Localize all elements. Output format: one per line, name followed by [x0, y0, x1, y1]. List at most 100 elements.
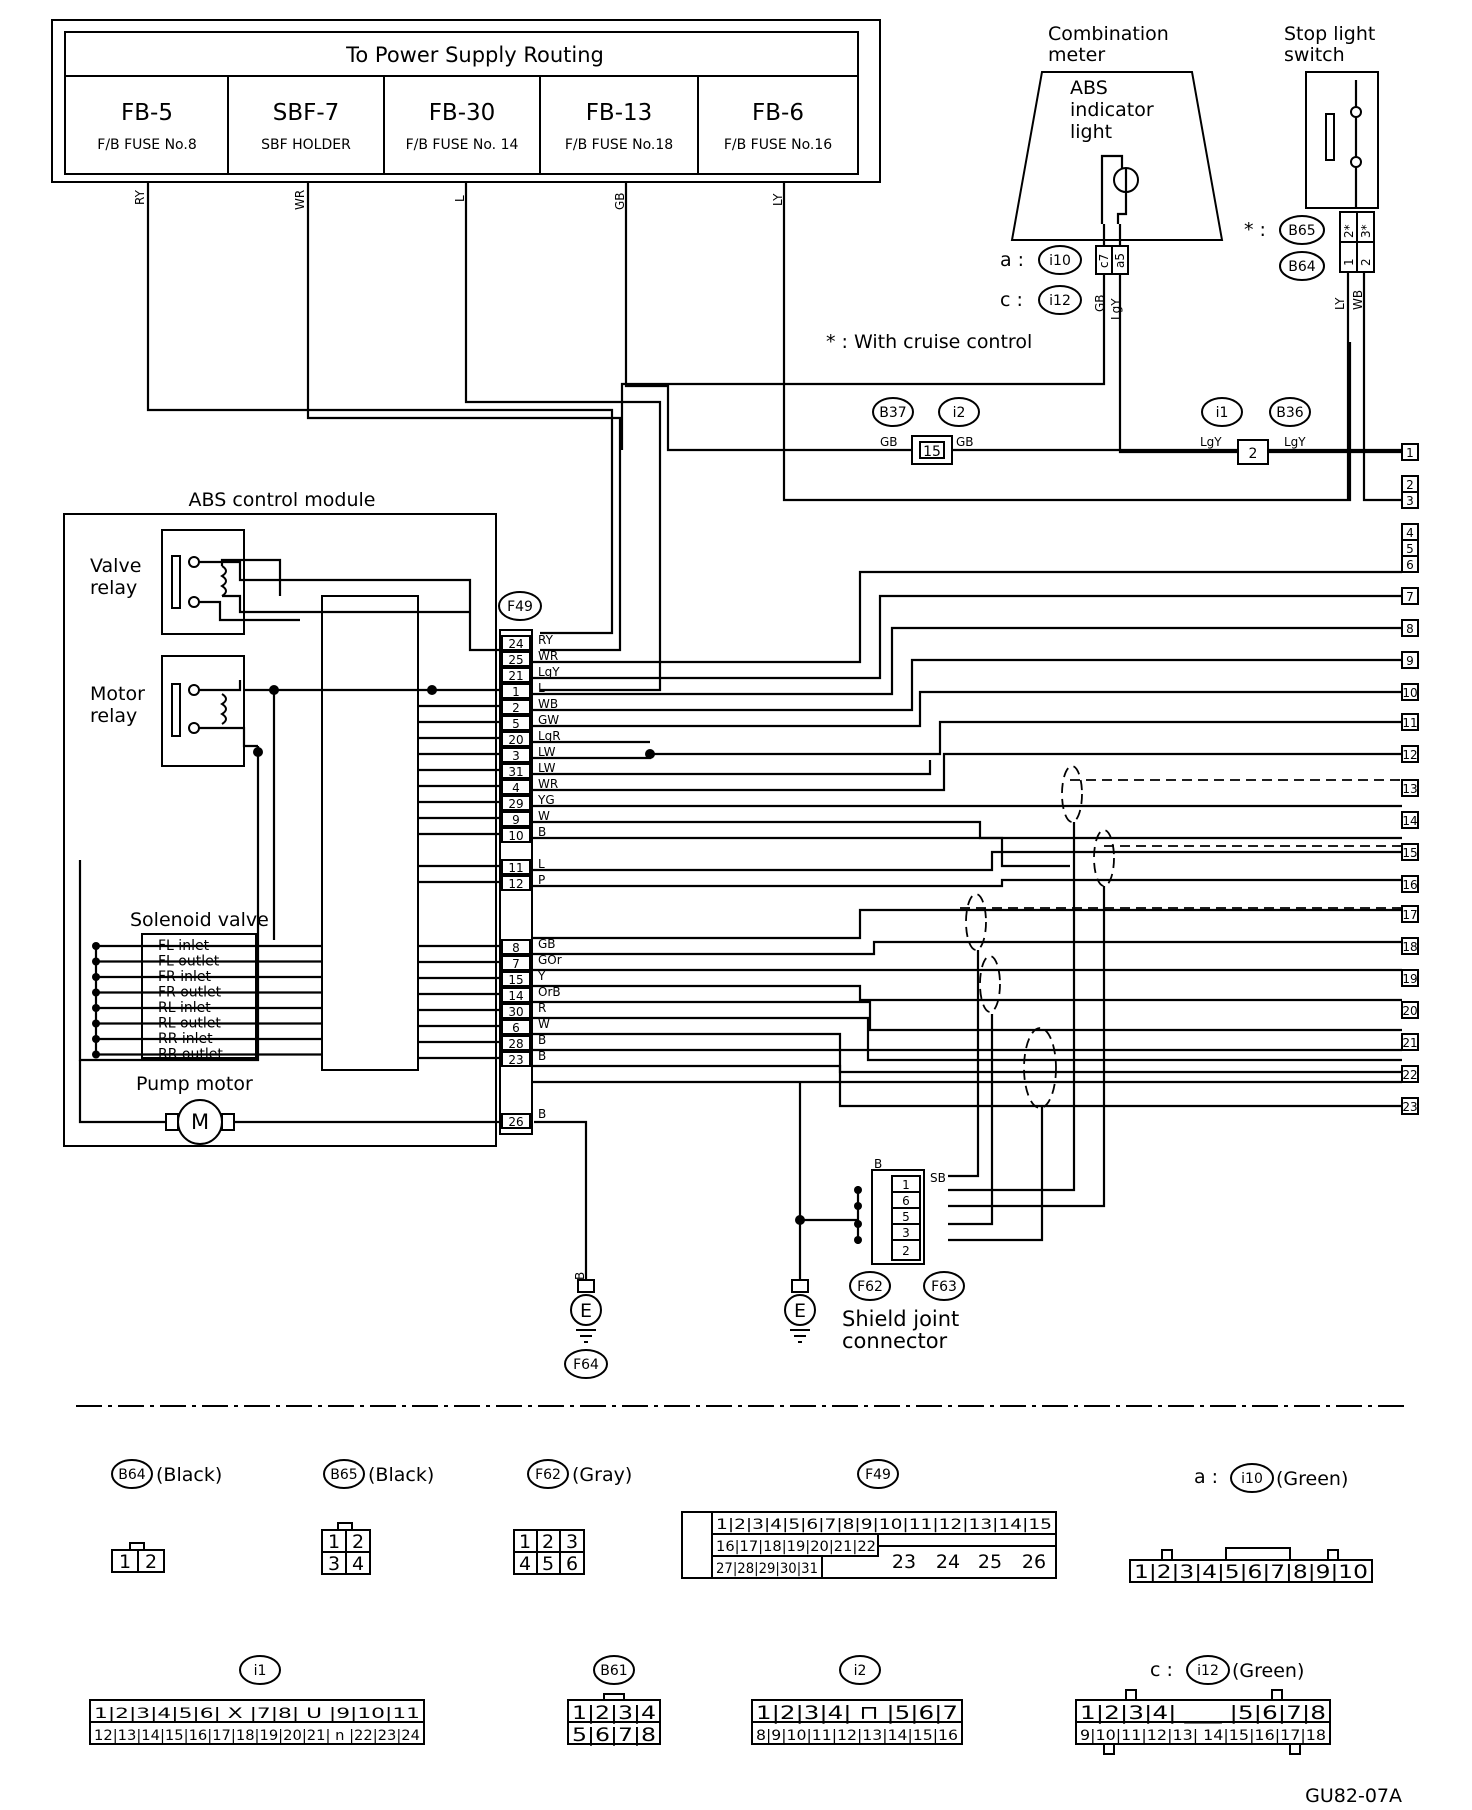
wire-label: LY: [771, 193, 785, 206]
svg-text:i10: i10: [1241, 1471, 1263, 1487]
f49-pin: 6: [512, 1021, 520, 1035]
f49-pin-cell: [501, 635, 531, 651]
output-terminal: [1401, 443, 1419, 461]
f49-pin: 28: [508, 1037, 523, 1051]
svg-text:8|9|10|11|12|13|14|15|16: 8|9|10|11|12|13|14|15|16: [756, 1728, 958, 1744]
svg-text:12|13|14|15|16|17|18|19|20|21|: 12|13|14|15|16|17|18|19|20|21| n |22|23|…: [94, 1728, 420, 1744]
f49-wire: B: [538, 1033, 546, 1047]
joint-wire: GB: [880, 435, 898, 449]
connector-view-b64: B64 (Black) 1 2: [111, 1459, 222, 1573]
fuse-desc: F/B FUSE No.18: [565, 137, 673, 153]
connector-i12: i12: [1049, 293, 1071, 309]
f49-wire: B: [538, 1049, 546, 1063]
svg-text:2: 2: [352, 1531, 364, 1553]
connector-b65: B65: [1288, 223, 1315, 239]
shield-right-wire: SB: [930, 1171, 946, 1185]
output-terminal: [1401, 937, 1419, 955]
valve-label: FR outlet: [158, 985, 222, 1001]
svg-text:26: 26: [1022, 1551, 1046, 1573]
svg-text:2: 2: [145, 1551, 157, 1573]
f49-wire: LW: [538, 761, 556, 775]
valve-label: FR inlet: [158, 969, 211, 985]
f49-wire: GW: [538, 713, 559, 727]
wire-label: RY: [133, 189, 147, 205]
terminal-label: 6: [1406, 558, 1414, 572]
connector-view-i2: i2 1|2|3|4| ⊓ |5|6|7 8|9|10|11|12|13|14|…: [751, 1655, 963, 1745]
terminal-label: 3: [1406, 494, 1414, 508]
f49-pin: 26: [508, 1115, 523, 1129]
terminal-label: 16: [1402, 878, 1417, 892]
fuse-desc: F/B FUSE No.16: [724, 137, 832, 153]
terminal-label: 4: [1406, 526, 1414, 540]
svg-text:24: 24: [936, 1551, 960, 1573]
valve-label: RL outlet: [158, 1016, 221, 1032]
meter-pin: a5: [1113, 253, 1127, 268]
stoplight-wire: WB: [1351, 290, 1365, 310]
ground-symbol: E: [794, 1300, 806, 1322]
svg-text:1: 1: [328, 1531, 340, 1553]
output-terminal: [1401, 875, 1419, 893]
fuse-id: FB-30: [429, 100, 496, 126]
output-terminal: [1401, 683, 1419, 701]
f49-pin-26: 26 B: [501, 1107, 546, 1129]
connector-view-i12: c : i12 (Green) 1|2|3|4| ___ |5|6|7|8 9|…: [1075, 1655, 1331, 1755]
meter-pin: c7: [1097, 254, 1111, 268]
f49-pin: 15: [508, 973, 523, 987]
svg-text:(Green): (Green): [1276, 1468, 1348, 1490]
shield-pin: 5: [902, 1210, 910, 1224]
connector-b64: B64: [1288, 259, 1316, 275]
f49-pin: 3: [512, 749, 520, 763]
conn-a-prefix: a :: [1000, 249, 1024, 271]
connector-view-f62: F62 (Gray) 1 2 3 4 5 6: [513, 1459, 632, 1575]
f49-wire: WB: [538, 697, 558, 711]
svg-text:B61: B61: [600, 1663, 627, 1679]
svg-text:23: 23: [892, 1551, 916, 1573]
svg-text:5: 5: [542, 1553, 554, 1575]
svg-text:1|2|3|4: 1|2|3|4: [572, 1702, 656, 1724]
stoplight-wire: LY: [1333, 297, 1347, 310]
svg-text:(Black): (Black): [368, 1464, 434, 1486]
svg-text:1: 1: [119, 1551, 131, 1573]
output-terminal: [1401, 905, 1419, 923]
f49-pin: 5: [512, 717, 520, 731]
f49-wire: OrB: [538, 985, 561, 999]
f49-pin: 1: [512, 685, 520, 699]
svg-text:i1: i1: [254, 1663, 267, 1679]
f49-wire: GB: [538, 937, 556, 951]
fuse-id: FB-13: [586, 100, 653, 126]
power-wires: [146, 182, 1402, 692]
stoplight-pin: 2*: [1342, 224, 1356, 238]
f49-wire: Y: [537, 969, 546, 983]
f49-wire: W: [538, 1017, 550, 1031]
svg-text:2: 2: [542, 1531, 554, 1553]
f49-pin: 14: [508, 989, 523, 1003]
connector-f49: F49: [507, 599, 533, 615]
svg-text:4: 4: [352, 1553, 364, 1575]
svg-text:(Green): (Green): [1232, 1660, 1304, 1682]
ground-icon: [570, 1294, 602, 1326]
valve-label: RR outlet: [158, 1047, 223, 1063]
svg-text:1: 1: [519, 1531, 531, 1553]
fuse-desc: F/B FUSE No.8: [97, 137, 196, 153]
f49-wire: R: [538, 1001, 546, 1015]
terminal-label: 13: [1402, 782, 1417, 796]
terminal-label: 8: [1406, 622, 1414, 636]
conn-c-prefix: c :: [1000, 289, 1023, 311]
f49-pin: 8: [512, 941, 520, 955]
f49-pin: 4: [512, 781, 520, 795]
terminal-label: 23: [1402, 1100, 1417, 1114]
connector-view-i10: a : i10 (Green) 1|2|3|4|5|6|7|8|9|10: [1129, 1463, 1373, 1583]
connector-b37: B37: [879, 405, 906, 421]
svg-text:F62: F62: [535, 1467, 561, 1483]
terminal-label: 22: [1402, 1068, 1417, 1082]
f49-wire: W: [538, 809, 550, 823]
terminal-label: 1: [1406, 446, 1414, 460]
fuse-id: SBF-7: [273, 100, 340, 126]
harness-wires: [532, 570, 1402, 1280]
f49-wire: B: [538, 1107, 546, 1121]
f49-pin: 9: [512, 813, 520, 827]
